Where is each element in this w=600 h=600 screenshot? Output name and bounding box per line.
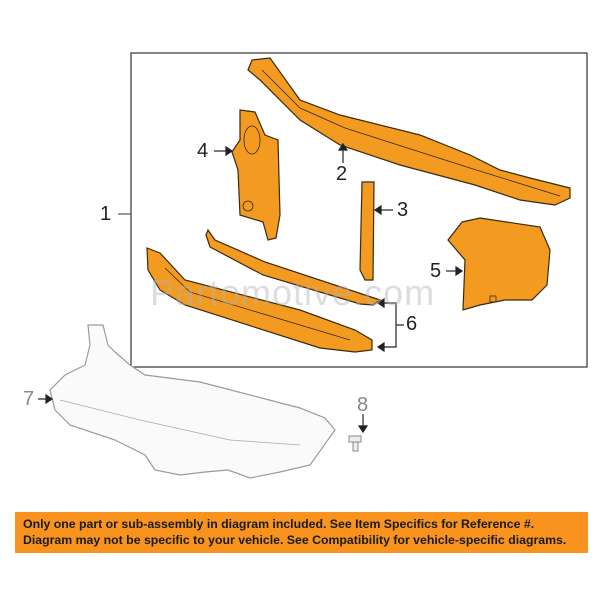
- part-7-splash-shield[interactable]: [49, 324, 336, 479]
- callout-2: 2: [336, 163, 348, 185]
- notice-banner: Only one part or sub-assembly in diagram…: [15, 512, 588, 553]
- watermark: Partomotive.com: [150, 272, 436, 313]
- callout-8: 8: [357, 394, 369, 416]
- part-4-side-panel[interactable]: [231, 109, 281, 241]
- part-6-upper-rail[interactable]: [205, 228, 382, 306]
- part-8-clip[interactable]: [348, 435, 362, 452]
- notice-line-2: Diagram may not be specific to your vehi…: [23, 533, 567, 547]
- callout-arrows: [38, 142, 464, 434]
- part-5-side-panel[interactable]: [447, 217, 551, 311]
- assembly-box: [130, 52, 588, 368]
- callout-7: 7: [23, 388, 35, 410]
- callout-3: 3: [397, 199, 409, 221]
- part-2-upper-tie-bar[interactable]: [247, 57, 571, 206]
- callout-5: 5: [430, 260, 442, 282]
- callout-6: 6: [406, 313, 418, 335]
- part-3-support-brace[interactable]: [359, 181, 375, 281]
- part-6-lower-rail[interactable]: [146, 247, 373, 353]
- notice-line-1: Only one part or sub-assembly in diagram…: [23, 517, 535, 531]
- callout-4: 4: [197, 140, 209, 162]
- callout-1: 1: [100, 203, 112, 225]
